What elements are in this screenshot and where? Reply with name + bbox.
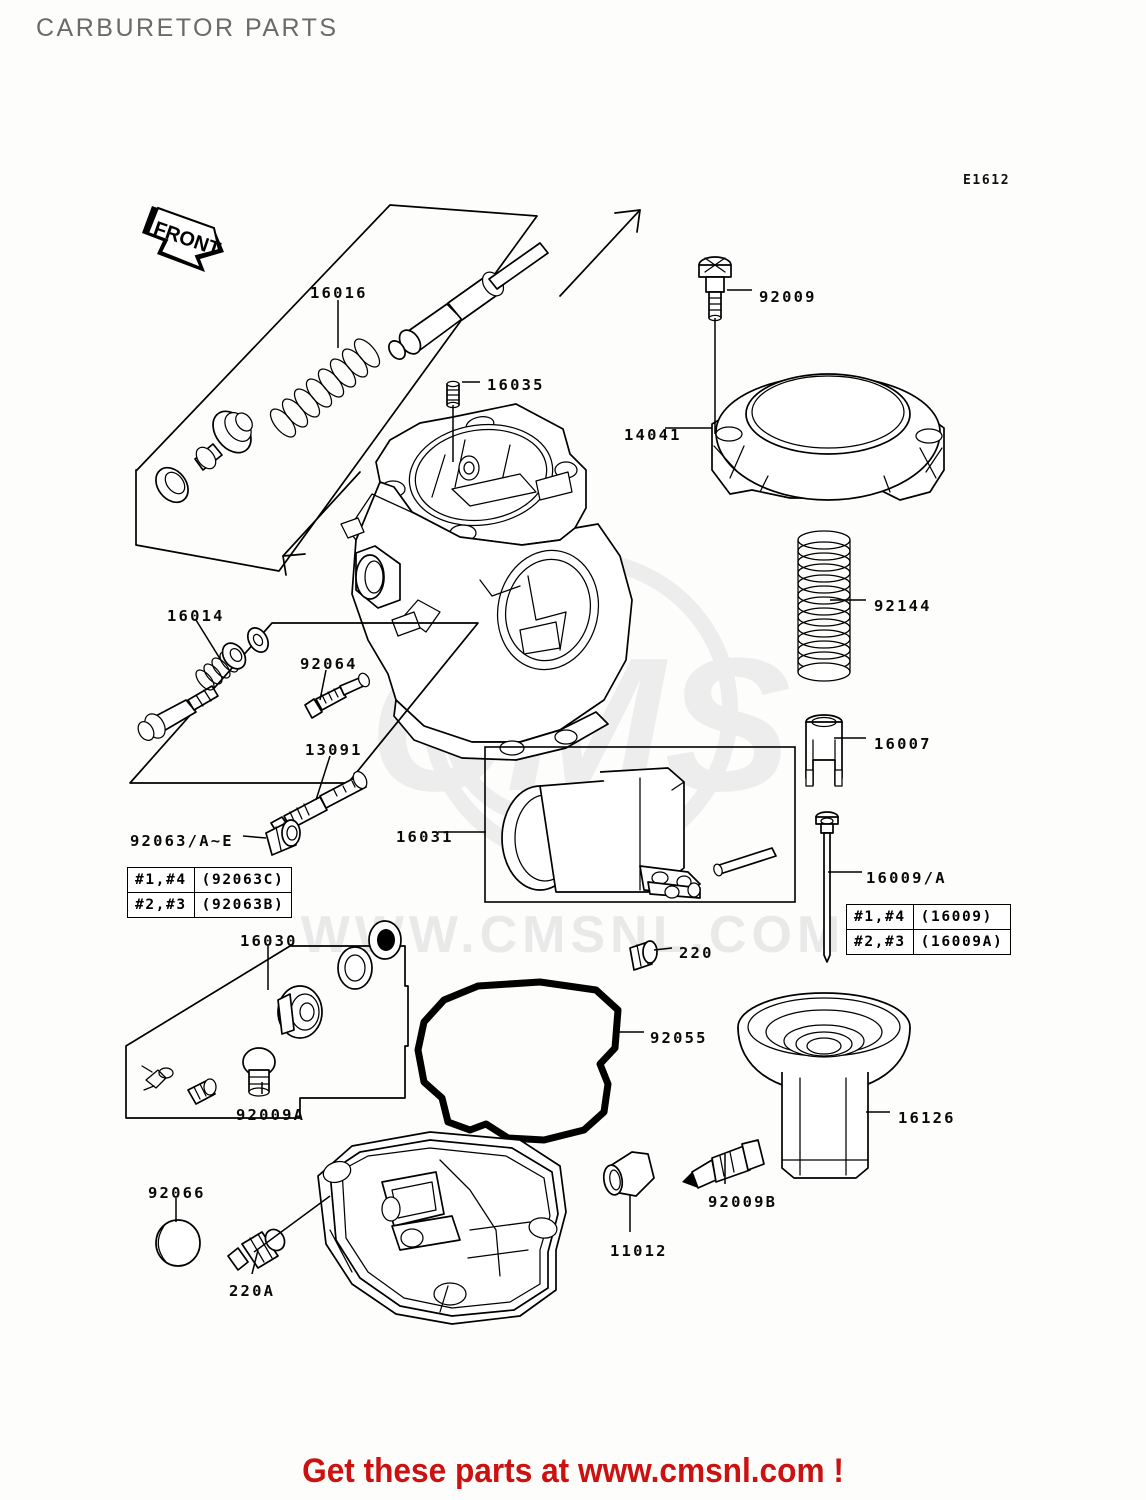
part-number-label: 92066 — [148, 1184, 206, 1202]
table-row: #1,#4(16009) — [846, 903, 1012, 931]
part-number-label: 92009A — [236, 1106, 306, 1124]
part-92064-jet — [304, 672, 371, 719]
part-220-screw — [629, 940, 658, 971]
kit-box-16031 — [484, 746, 796, 903]
part-number-label: 92064 — [300, 655, 358, 673]
part-number-label: 92063/A~E — [130, 832, 234, 850]
part-number-label: 92009B — [708, 1193, 778, 1211]
page-title: CARBURETOR PARTS — [36, 14, 339, 42]
part-number-cell: (16009A) — [912, 929, 1012, 956]
part-number-label: 92055 — [650, 1029, 708, 1047]
kit-box-16016 — [135, 204, 538, 572]
cylinder-cell: #1,#4 — [127, 866, 195, 894]
part-220A-screw — [227, 1228, 286, 1271]
table-row: #2,#3(92063B) — [127, 892, 293, 919]
part-11012-cap — [602, 1151, 655, 1197]
part-number-label: 16126 — [898, 1109, 956, 1127]
part-number-cell: (92063C) — [193, 866, 293, 894]
kit-box-16030 — [125, 945, 409, 1119]
part-16014-pilot-screw-kit — [137, 627, 269, 741]
diagram-code: E1612 — [963, 173, 1011, 188]
part-number-label: 14041 — [624, 426, 682, 444]
part-float-bowl — [317, 1131, 567, 1325]
part-92063-main-jet — [265, 819, 301, 856]
cylinder-cell: #1,#4 — [846, 903, 914, 931]
part-number-label: 16009/A — [866, 869, 947, 887]
part-number-label: 16016 — [310, 284, 368, 302]
part-number-cell: (92063B) — [193, 892, 293, 919]
part-number-label: 16014 — [167, 607, 225, 625]
part-92066-plug — [155, 1219, 201, 1267]
part-number-label: 16031 — [396, 828, 454, 846]
part-92144-spring — [797, 530, 851, 682]
carburetor-body — [340, 403, 633, 761]
part-16035-jet — [446, 380, 460, 409]
part-number-label: 16007 — [874, 735, 932, 753]
leader-lines — [175, 289, 890, 1275]
part-16009-needle — [815, 811, 839, 963]
part-14041-cover — [711, 373, 945, 501]
part-number-label: 220A — [229, 1282, 276, 1300]
part-number-label: 92144 — [874, 597, 932, 615]
part-number-label: 13091 — [305, 741, 363, 759]
variant-table: #1,#4(16009)#2,#3(16009A) — [846, 903, 1012, 956]
front-direction-marker: FRONT — [142, 206, 224, 272]
footer-promo-text: Get these parts at www.cmsnl.com ! — [302, 1452, 844, 1490]
part-16016-float-valve — [155, 242, 549, 504]
part-16126-vacuum-piston — [737, 992, 911, 1179]
part-92009A-screw — [242, 1047, 276, 1097]
table-row: #1,#4(92063C) — [127, 866, 293, 894]
cylinder-cell: #2,#3 — [846, 929, 914, 956]
part-number-label: 11012 — [610, 1242, 668, 1260]
part-number-label: 220 — [679, 944, 714, 962]
part-number-cell: (16009) — [912, 903, 1012, 931]
part-92055-bowl-gasket — [414, 978, 622, 1144]
cylinder-cell: #2,#3 — [127, 892, 195, 919]
table-row: #2,#3(16009A) — [846, 929, 1012, 956]
variant-table: #1,#4(92063C)#2,#3(92063B) — [127, 866, 293, 919]
part-number-label: 16030 — [240, 932, 298, 950]
part-16031-float — [501, 767, 777, 899]
part-16007-holder — [805, 714, 843, 787]
part-16030-float-valve-kit — [141, 920, 402, 1105]
part-92009-screw — [698, 256, 732, 322]
part-number-label: 16035 — [487, 376, 545, 394]
part-number-label: 92009 — [759, 288, 817, 306]
part-92009B-screw — [682, 1139, 765, 1189]
